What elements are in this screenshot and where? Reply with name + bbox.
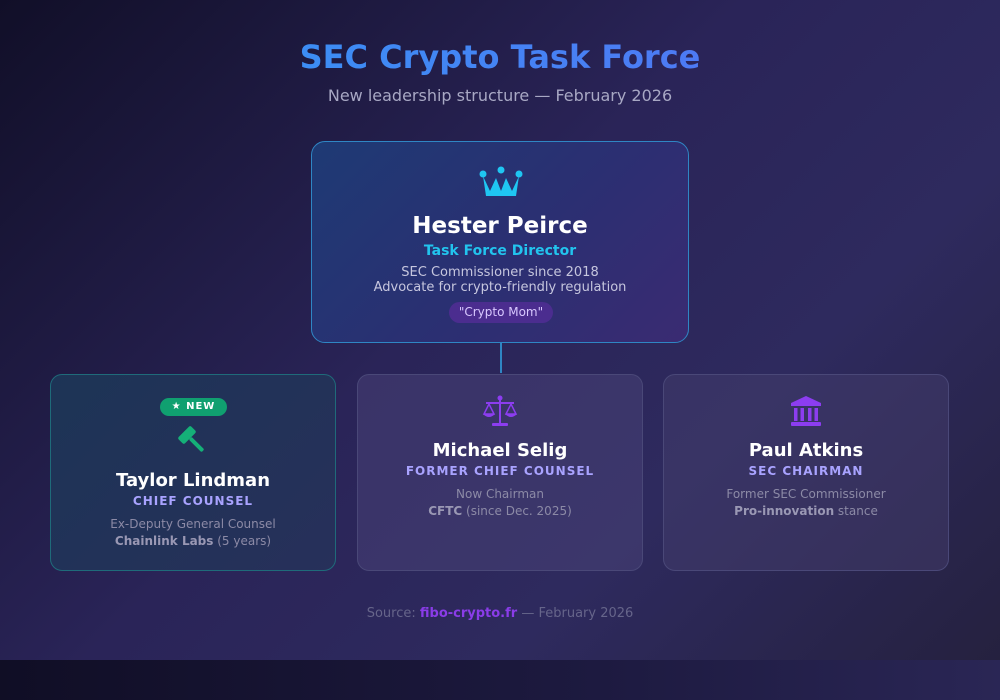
member-detail-line1: Now Chairman: [456, 487, 544, 501]
member-name: Paul Atkins: [748, 440, 864, 461]
member-detail-line1: Former SEC Commissioner: [726, 487, 886, 501]
member-detail-rest: stance: [834, 504, 878, 518]
director-name: Hester Peirce: [412, 213, 588, 239]
member-card-lindman: ★ NEW Taylor Lindman CHIEF COUNSEL Ex-De…: [50, 374, 336, 571]
member-detail-rest: (5 years): [213, 534, 272, 548]
star-icon: ★: [171, 401, 182, 412]
member-role: SEC CHAIRMAN: [748, 464, 864, 478]
page-title: SEC Crypto Task Force: [0, 38, 1000, 76]
member-role: CHIEF COUNSEL: [132, 494, 254, 508]
member-name: Taylor Lindman: [115, 470, 271, 491]
director-description-line1: SEC Commissioner since 2018: [401, 265, 599, 280]
page-subtitle: New leadership structure — February 2026: [327, 86, 673, 105]
member-detail-line2: Chainlink Labs (5 years): [51, 534, 335, 548]
source-note: Source: fibo-crypto.fr — February 2026: [0, 606, 1000, 621]
member-detail-highlight: Chainlink Labs: [114, 534, 214, 548]
member-detail-line2: CFTC (since Dec. 2025): [358, 504, 642, 518]
member-detail-line2: Pro-innovation stance: [664, 504, 948, 518]
member-card-selig: Michael Selig FORMER CHIEF COUNSEL Now C…: [357, 374, 643, 571]
member-detail-rest: (since Dec. 2025): [462, 504, 572, 518]
bottom-strip: [0, 660, 1000, 700]
gavel-icon: [178, 426, 204, 452]
scales-icon: [482, 395, 518, 426]
new-badge: ★ NEW: [160, 398, 227, 416]
director-role: Task Force Director: [423, 243, 577, 259]
source-link[interactable]: fibo-crypto.fr: [419, 606, 518, 621]
crown-icon: [479, 166, 523, 196]
director-description-line2: Advocate for crypto-friendly regulation: [373, 280, 627, 295]
member-role: FORMER CHIEF COUNSEL: [405, 464, 595, 478]
connector-line: [500, 343, 502, 373]
member-card-atkins: Paul Atkins SEC CHAIRMAN Former SEC Comm…: [663, 374, 949, 571]
source-prefix: Source:: [366, 606, 420, 621]
director-card: Hester Peirce Task Force Director SEC Co…: [311, 141, 689, 343]
member-detail-line1: Ex-Deputy General Counsel: [110, 517, 276, 531]
source-suffix: — February 2026: [517, 606, 634, 621]
new-badge-label: NEW: [186, 401, 216, 412]
member-detail-highlight: CFTC: [428, 504, 463, 518]
member-name: Michael Selig: [432, 440, 568, 461]
member-detail-highlight: Pro-innovation: [734, 504, 835, 518]
nickname-badge: "Crypto Mom": [449, 302, 553, 323]
bank-icon: [791, 396, 821, 426]
